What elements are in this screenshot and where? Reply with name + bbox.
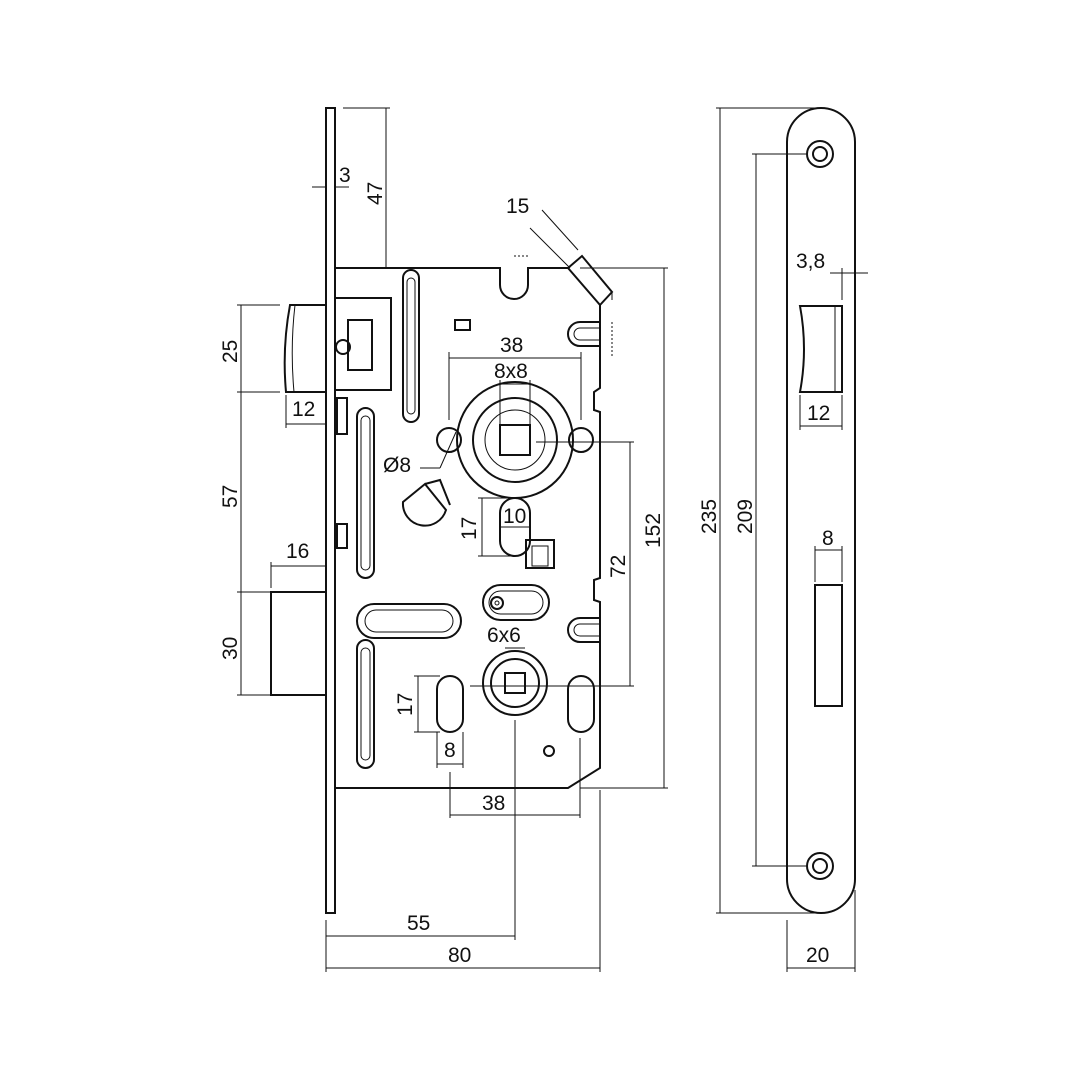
slot [356,603,462,639]
dim-hole-diameter: Ø8 [383,454,411,477]
dim-bolt-height: 30 [219,637,242,660]
dim-strike-offset: 3,8 [796,250,825,273]
dim-strike-width: 20 [806,944,829,967]
dim-latch-to-bolt: 57 [219,485,242,508]
dim-hole-spacing-top: 38 [500,334,523,357]
dim-slot-height-upper: 17 [458,517,481,540]
faceplate [325,107,336,914]
follower-square [499,424,531,456]
deadbolt [270,591,327,696]
slot [356,407,375,579]
strike-bolt-opening [814,584,843,707]
dim-strike-hole-spacing: 209 [734,499,757,534]
dim-latch-throw: 12 [292,398,315,421]
dim-slot-width-upper: 10 [503,505,526,528]
latch [283,304,327,393]
dim-hole-spacing-bottom: 38 [482,792,505,815]
slot [402,269,420,423]
latch-mechanism [334,297,392,391]
dim-slot-height-lower: 17 [394,693,417,716]
dim-backset: 55 [407,912,430,935]
strike-latch-opening [798,305,843,393]
dim-body-height: 152 [642,513,665,548]
dim-slot-width-lower: 8 [444,739,456,762]
dim-strike-length: 235 [698,499,721,534]
lock-body [335,267,601,789]
dim-bolt-throw: 16 [286,540,309,563]
dim-faceplate-thickness: 3 [339,164,351,187]
slot [356,639,375,769]
dim-follower-square: 8x8 [494,360,528,383]
dim-strike-bolt-width: 8 [822,527,834,550]
dim-strike-latch-width: 12 [807,402,830,425]
lower-hub [482,650,548,716]
dim-top-to-body: 47 [364,182,387,205]
dim-lower-square: 6x6 [487,624,521,647]
dim-center-distance: 72 [607,555,630,578]
dim-body-depth: 80 [448,944,471,967]
dim-chamfer: 15 [506,195,529,218]
follower-hub [456,381,574,499]
chamfer-edge [567,254,614,306]
strike-plate [786,107,856,914]
dim-latch-height: 25 [219,340,242,363]
